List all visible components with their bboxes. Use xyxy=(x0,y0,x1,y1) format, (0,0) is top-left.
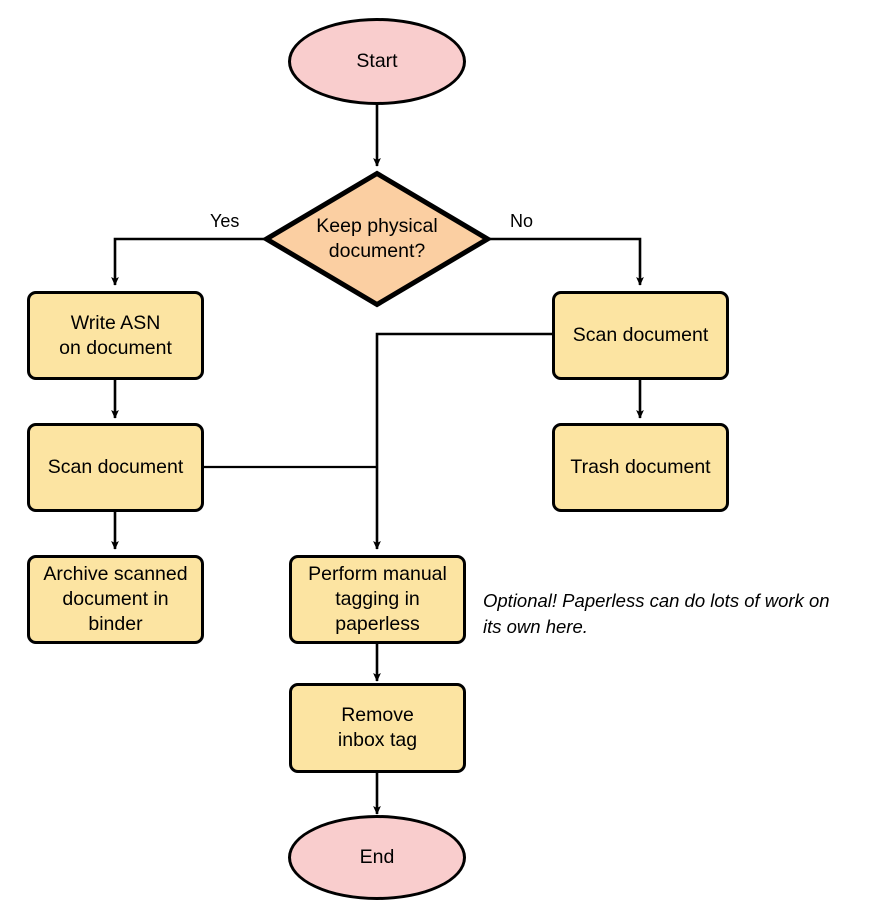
edge-label-no: No xyxy=(510,211,534,231)
node-scan-document-left-label: Scan document xyxy=(47,456,184,478)
node-remove-inbox-tag-label: Remove inbox tag xyxy=(337,704,418,751)
edge-decision-to-write-asn xyxy=(111,237,265,286)
node-archive-binder[interactable]: Archive scanned document in binder xyxy=(27,555,204,644)
node-scan-document-right-label: Scan document xyxy=(572,324,709,346)
node-trash-document-label: Trash document xyxy=(570,456,711,478)
node-start-label: Start xyxy=(356,50,398,72)
node-scan-document-right[interactable]: Scan document xyxy=(552,291,729,380)
node-decision-label: Keep physical document? xyxy=(316,215,438,262)
edge-scan-right-to-tagging xyxy=(373,332,552,550)
node-end[interactable]: End xyxy=(288,815,466,900)
edge-label-yes: Yes xyxy=(210,211,240,231)
node-remove-inbox-tag[interactable]: Remove inbox tag xyxy=(289,683,466,773)
node-write-asn-label: Write ASN on document xyxy=(59,311,172,359)
node-end-label: End xyxy=(359,846,395,868)
decision-diamond-shape xyxy=(263,170,491,308)
node-start[interactable]: Start xyxy=(288,18,466,105)
node-manual-tagging-label: Perform manual tagging in paperless xyxy=(308,563,447,635)
node-scan-document-left[interactable]: Scan document xyxy=(27,423,204,512)
annotation-optional-note: Optional! Paperless can do lots of work … xyxy=(483,590,830,637)
node-decision[interactable]: Keep physical document? xyxy=(263,170,491,308)
node-archive-binder-label: Archive scanned document in binder xyxy=(43,563,188,635)
edge-decision-to-scan-right xyxy=(490,237,644,286)
node-write-asn[interactable]: Write ASN on document xyxy=(27,291,204,380)
node-manual-tagging[interactable]: Perform manual tagging in paperless xyxy=(289,555,466,644)
node-trash-document[interactable]: Trash document xyxy=(552,423,729,512)
